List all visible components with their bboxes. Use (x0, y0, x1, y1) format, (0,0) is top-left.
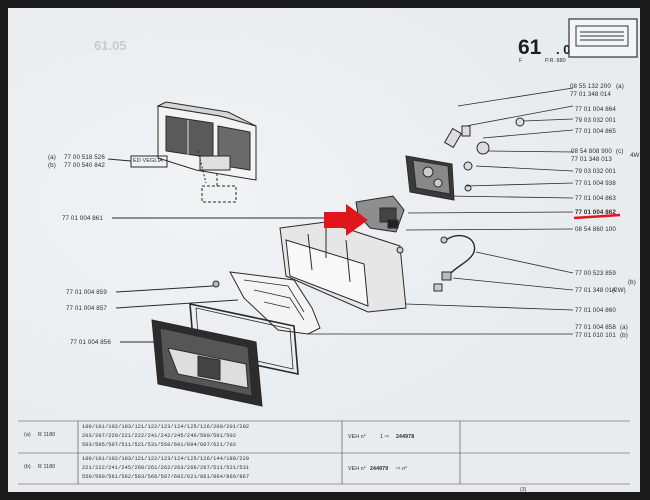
part-77-01-004-862: 77 01 004 862 (575, 209, 616, 216)
row-b-codes-2: 221/222/241/245/260/261/262/263/266/267/… (82, 465, 250, 471)
part-77-00-518-526: 77 00 518 526 (64, 154, 105, 161)
label-a-left: (a) (48, 154, 56, 161)
front-lens (151, 319, 263, 407)
part-79-03-032-001-a: 79 03 032 001 (575, 117, 616, 124)
row-a-model: R 1180 (38, 432, 56, 438)
veglia-box (130, 155, 168, 168)
note-2w: (2W) (612, 287, 626, 294)
part-77-01-010-101: 77 01 010 101 (575, 332, 616, 339)
red-arrow-icon (324, 204, 368, 236)
part-08-55-132-200: 08 55 132 200 (570, 83, 611, 90)
row-b-arrow: ⇨ n° (396, 466, 408, 472)
part-77-01-004-864: 77 01 004 864 (575, 106, 616, 113)
note-a-r16: (a) (620, 324, 628, 331)
part-77-00-523-859: 77 00 523 859 (575, 270, 616, 277)
note-4w: 4W (630, 152, 640, 159)
circuit-board (405, 155, 455, 201)
row-a-veh: VEH n° (348, 434, 367, 440)
row-b-codes-3: 550/560/561/562/563/566/567/602/621/861/… (82, 474, 250, 480)
row-b-veh: VEH n° (348, 466, 367, 472)
instrument-thumbnail-icon (568, 18, 638, 58)
faint-page-mark: 61.05 (94, 38, 127, 53)
table-grid (18, 420, 630, 485)
label-b-left: (b) (48, 162, 56, 169)
row-a-arrow: 1 ⇨ (380, 434, 390, 440)
part-77-01-004-859: 77 01 004 859 (66, 289, 107, 296)
note-a-r1: (a) (616, 83, 624, 90)
part-77-01-004-938: 77 01 004 938 (575, 180, 616, 187)
footer-marker: (3) (520, 487, 527, 493)
part-08-54-808-900: 08 54 808 900 (571, 148, 612, 155)
note-b-r17: (b) (620, 332, 628, 339)
part-08-54-860-100: 08 54 860 100 (575, 226, 616, 233)
part-77-01-348-013: 77 01 348 013 (571, 156, 612, 163)
instrument-assembly-top (156, 101, 257, 181)
page-number: 61 (518, 36, 542, 59)
parts-diagram-sheet: 61.05 61 . 02 F P.R. 880 (8, 8, 640, 493)
row-a-codes-2: 203/207/220/221/222/241/242/245/246/500/… (82, 433, 237, 439)
bracket-part (355, 195, 405, 233)
row-a-codes-3: 503/505/507/511/521/531/550/601/604/607/… (82, 442, 237, 448)
row-a-tag: (a) (24, 432, 31, 438)
part-77-01-004-856: 77 01 004 856 (70, 339, 111, 346)
note-c-r6: (c) (616, 148, 624, 155)
row-a-codes-1: 100/101/102/103/121/122/123/124/125/126/… (82, 424, 250, 430)
applicability-table: (a) R 1180 100/101/102/103/121/122/123/1… (18, 420, 630, 486)
part-77-01-004-863: 77 01 004 863 (575, 195, 616, 202)
part-77-01-004-858: 77 01 004 858 (575, 324, 616, 331)
red-underline (573, 213, 621, 220)
row-b-vehnum: 244979 (370, 466, 389, 472)
row-b-tag: (b) (24, 464, 31, 470)
exploded-view-drawing (107, 87, 621, 407)
row-b-model: R 1180 (38, 464, 56, 470)
flex-circuit (229, 271, 321, 335)
part-77-01-004-860: 77 01 004 860 (575, 307, 616, 314)
part-77-01-004-861: 77 01 004 861 (62, 215, 103, 222)
row-b-codes-1: 100/101/102/103/121/122/123/124/125/126/… (82, 456, 250, 462)
row-a-vehnum: 244978 (396, 434, 415, 440)
note-b-r14: (b) (628, 279, 636, 286)
part-79-03-032-001-b: 79 03 032 001 (575, 168, 616, 175)
part-77-01-348-014-bottom: 77 01 348 014 (575, 287, 616, 294)
part-77-01-004-857: 77 01 004 857 (66, 305, 107, 312)
page-pr-code: P.R. 880 (545, 58, 566, 64)
part-77-00-540-842: 77 00 540 842 (64, 162, 105, 169)
veglia-label: ED VEGLIA (133, 158, 163, 164)
page-f-mark: F (519, 58, 523, 64)
part-77-01-348-014-top: 77 01 348 014 (570, 91, 611, 98)
part-77-01-004-865: 77 01 004 865 (575, 128, 616, 135)
